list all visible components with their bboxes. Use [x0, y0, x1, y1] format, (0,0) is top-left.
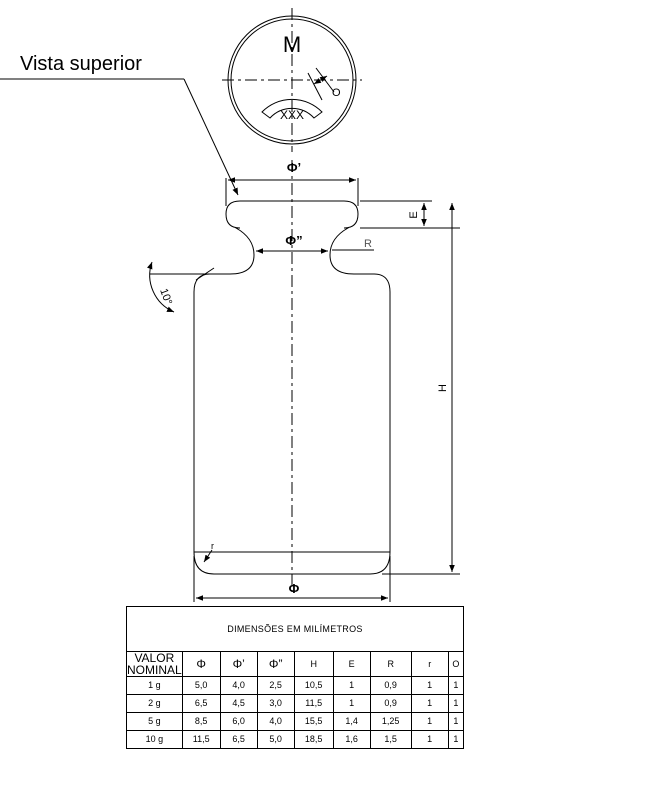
table-cell: 4,0: [219, 676, 258, 695]
table-cell: 4,0: [256, 712, 295, 731]
table-cell: 1,5: [369, 730, 412, 749]
plate-text: XXX: [280, 108, 304, 122]
header-phi-prime: Φ’: [219, 651, 258, 677]
body-outline: [193, 200, 391, 575]
r-small-label: r: [211, 541, 214, 551]
table-cell: 1,25: [369, 712, 412, 731]
header-o: O: [447, 651, 465, 677]
table-cell: 1: [410, 730, 449, 749]
table-cell: 1: [447, 712, 465, 731]
radius-label: R: [364, 238, 372, 250]
h-label: H: [437, 384, 449, 392]
angle-arc: [147, 261, 175, 313]
table-cell: 0,9: [369, 694, 412, 713]
table-cell: 10 g: [126, 730, 183, 749]
phi-prime-label: Φ’: [287, 160, 301, 175]
table-cell: 5,0: [256, 730, 295, 749]
table-cell: 1: [332, 694, 371, 713]
table-row: 5 g 8,5 6,0 4,0 15,5 1,4 1,25 1 1: [126, 712, 465, 731]
phi-double-label: Φ”: [285, 233, 302, 248]
header-phi-double: Φ”: [256, 651, 295, 677]
table-cell: 1 g: [126, 676, 183, 695]
header-phi: Φ: [181, 651, 221, 677]
table-cell: 2,5: [256, 676, 295, 695]
table-cell: 1,4: [332, 712, 371, 731]
marking-plate: [261, 98, 323, 119]
table-cell: 10,5: [293, 676, 334, 695]
table-cell: 18,5: [293, 730, 334, 749]
table-cell: 1: [447, 694, 465, 713]
table-cell: 5 g: [126, 712, 183, 731]
header-valor-nominal: VALOR NOMINAL: [126, 651, 183, 677]
table-row: 2 g 6,5 4,5 3,0 11,5 1 0,9 1 1: [126, 694, 465, 713]
table-cell: 8,5: [181, 712, 221, 731]
table-cell: 1: [447, 730, 465, 749]
header-r-upper: R: [369, 651, 412, 677]
table-cell: 15,5: [293, 712, 334, 731]
header-e: E: [332, 651, 371, 677]
view-label-leader: [183, 78, 239, 196]
technical-drawing: Vista superior M XXX O Φ’ Φ” R E H: [0, 8, 460, 602]
table-cell: 1,6: [332, 730, 371, 749]
header-r-lower: r: [410, 651, 449, 677]
angle-slope-line: [195, 267, 215, 281]
top-view: M XXX O: [222, 8, 362, 152]
table-cell: 0,9: [369, 676, 412, 695]
weight-body: [193, 160, 391, 592]
o-label: O: [332, 87, 341, 99]
table-title: DIMENSÕES EM MILÍMETROS: [126, 606, 464, 652]
table-cell: 1: [410, 676, 449, 695]
o-extension-1: [307, 72, 323, 101]
table-cell: 11,5: [293, 694, 334, 713]
table-cell: 6,0: [219, 712, 258, 731]
phi-label: Φ: [289, 581, 300, 596]
table-row: 1 g 5,0 4,0 2,5 10,5 1 0,9 1 1: [126, 676, 465, 695]
o-dimension-line: [313, 75, 328, 85]
table-cell: 6,5: [181, 694, 221, 713]
table-header-row: VALOR NOMINAL Φ Φ’ Φ” H E R r O: [126, 651, 465, 677]
table-cell: 6,5: [219, 730, 258, 749]
table-cell: 3,0: [256, 694, 295, 713]
view-label: Vista superior: [20, 53, 142, 75]
table-title-row: DIMENSÕES EM MILÍMETROS: [126, 606, 464, 652]
header-h: H: [293, 651, 334, 677]
top-view-mark: M: [283, 32, 301, 57]
e-label: E: [408, 211, 420, 218]
table-cell: 2 g: [126, 694, 183, 713]
dimensions-table: DIMENSÕES EM MILÍMETROS VALOR NOMINAL Φ …: [126, 606, 465, 749]
table-cell: 1: [447, 676, 465, 695]
table-cell: 11,5: [181, 730, 221, 749]
table-row: 10 g 11,5 6,5 5,0 18,5 1,6 1,5 1 1: [126, 730, 465, 749]
table-cell: 1: [332, 676, 371, 695]
table-cell: 4,5: [219, 694, 258, 713]
table-cell: 1: [410, 694, 449, 713]
r-small-leader: [203, 549, 213, 563]
angle-label: 10°: [157, 287, 174, 307]
table-cell: 5,0: [181, 676, 221, 695]
table-cell: 1: [410, 712, 449, 731]
